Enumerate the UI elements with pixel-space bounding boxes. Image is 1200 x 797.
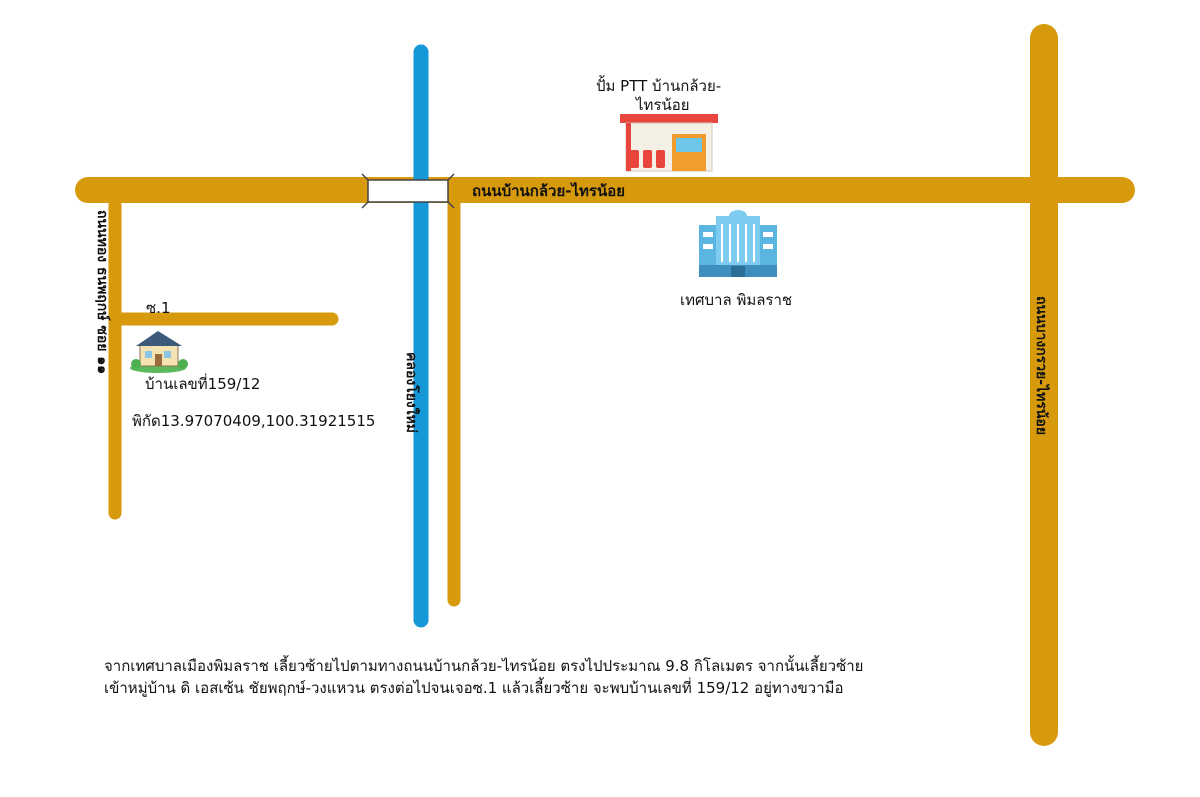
- main-road-label: ถนนบ้านกล้วย-ไทรน้อย: [472, 181, 625, 200]
- gas-station-icon: [620, 114, 718, 172]
- directions-text: จากเทศบาลเมืองพิมลราช เลี้ยวซ้ายไปตามทาง…: [104, 655, 1004, 699]
- east-road-label: ถนนบางกรวย-ไทรน้อย: [1033, 296, 1051, 435]
- building-icon: [699, 210, 777, 277]
- canal-label: คลองโยงใหม่: [403, 352, 421, 433]
- municipality-label: เทศบาล พิมลราช: [680, 291, 792, 309]
- directions-line-1: จากเทศบาลเมืองพิมลราช เลี้ยวซ้ายไปตามทาง…: [104, 657, 864, 675]
- bridge-icon: [361, 173, 455, 209]
- house-coordinates-label: พิกัด13.97070409,100.31921515: [132, 412, 375, 430]
- gas-station-label-line1: ปั้ม PTT บ้านกล้วย-: [596, 75, 721, 95]
- house-number-label: บ้านเลขที่159/12: [145, 373, 260, 393]
- gas-station-label-line2: ไทรน้อย: [635, 96, 690, 114]
- house-icon: [130, 331, 188, 373]
- soi-label: ซ.1: [146, 299, 171, 317]
- directions-line-2: เข้าหมู่บ้าน ดิ เอสเซ้น ชัยพฤกษ์-วงแหวน …: [104, 679, 844, 697]
- west-road-label: ถนนทอง ธนพฤกษ์ ซอย ๑๑: [94, 210, 111, 374]
